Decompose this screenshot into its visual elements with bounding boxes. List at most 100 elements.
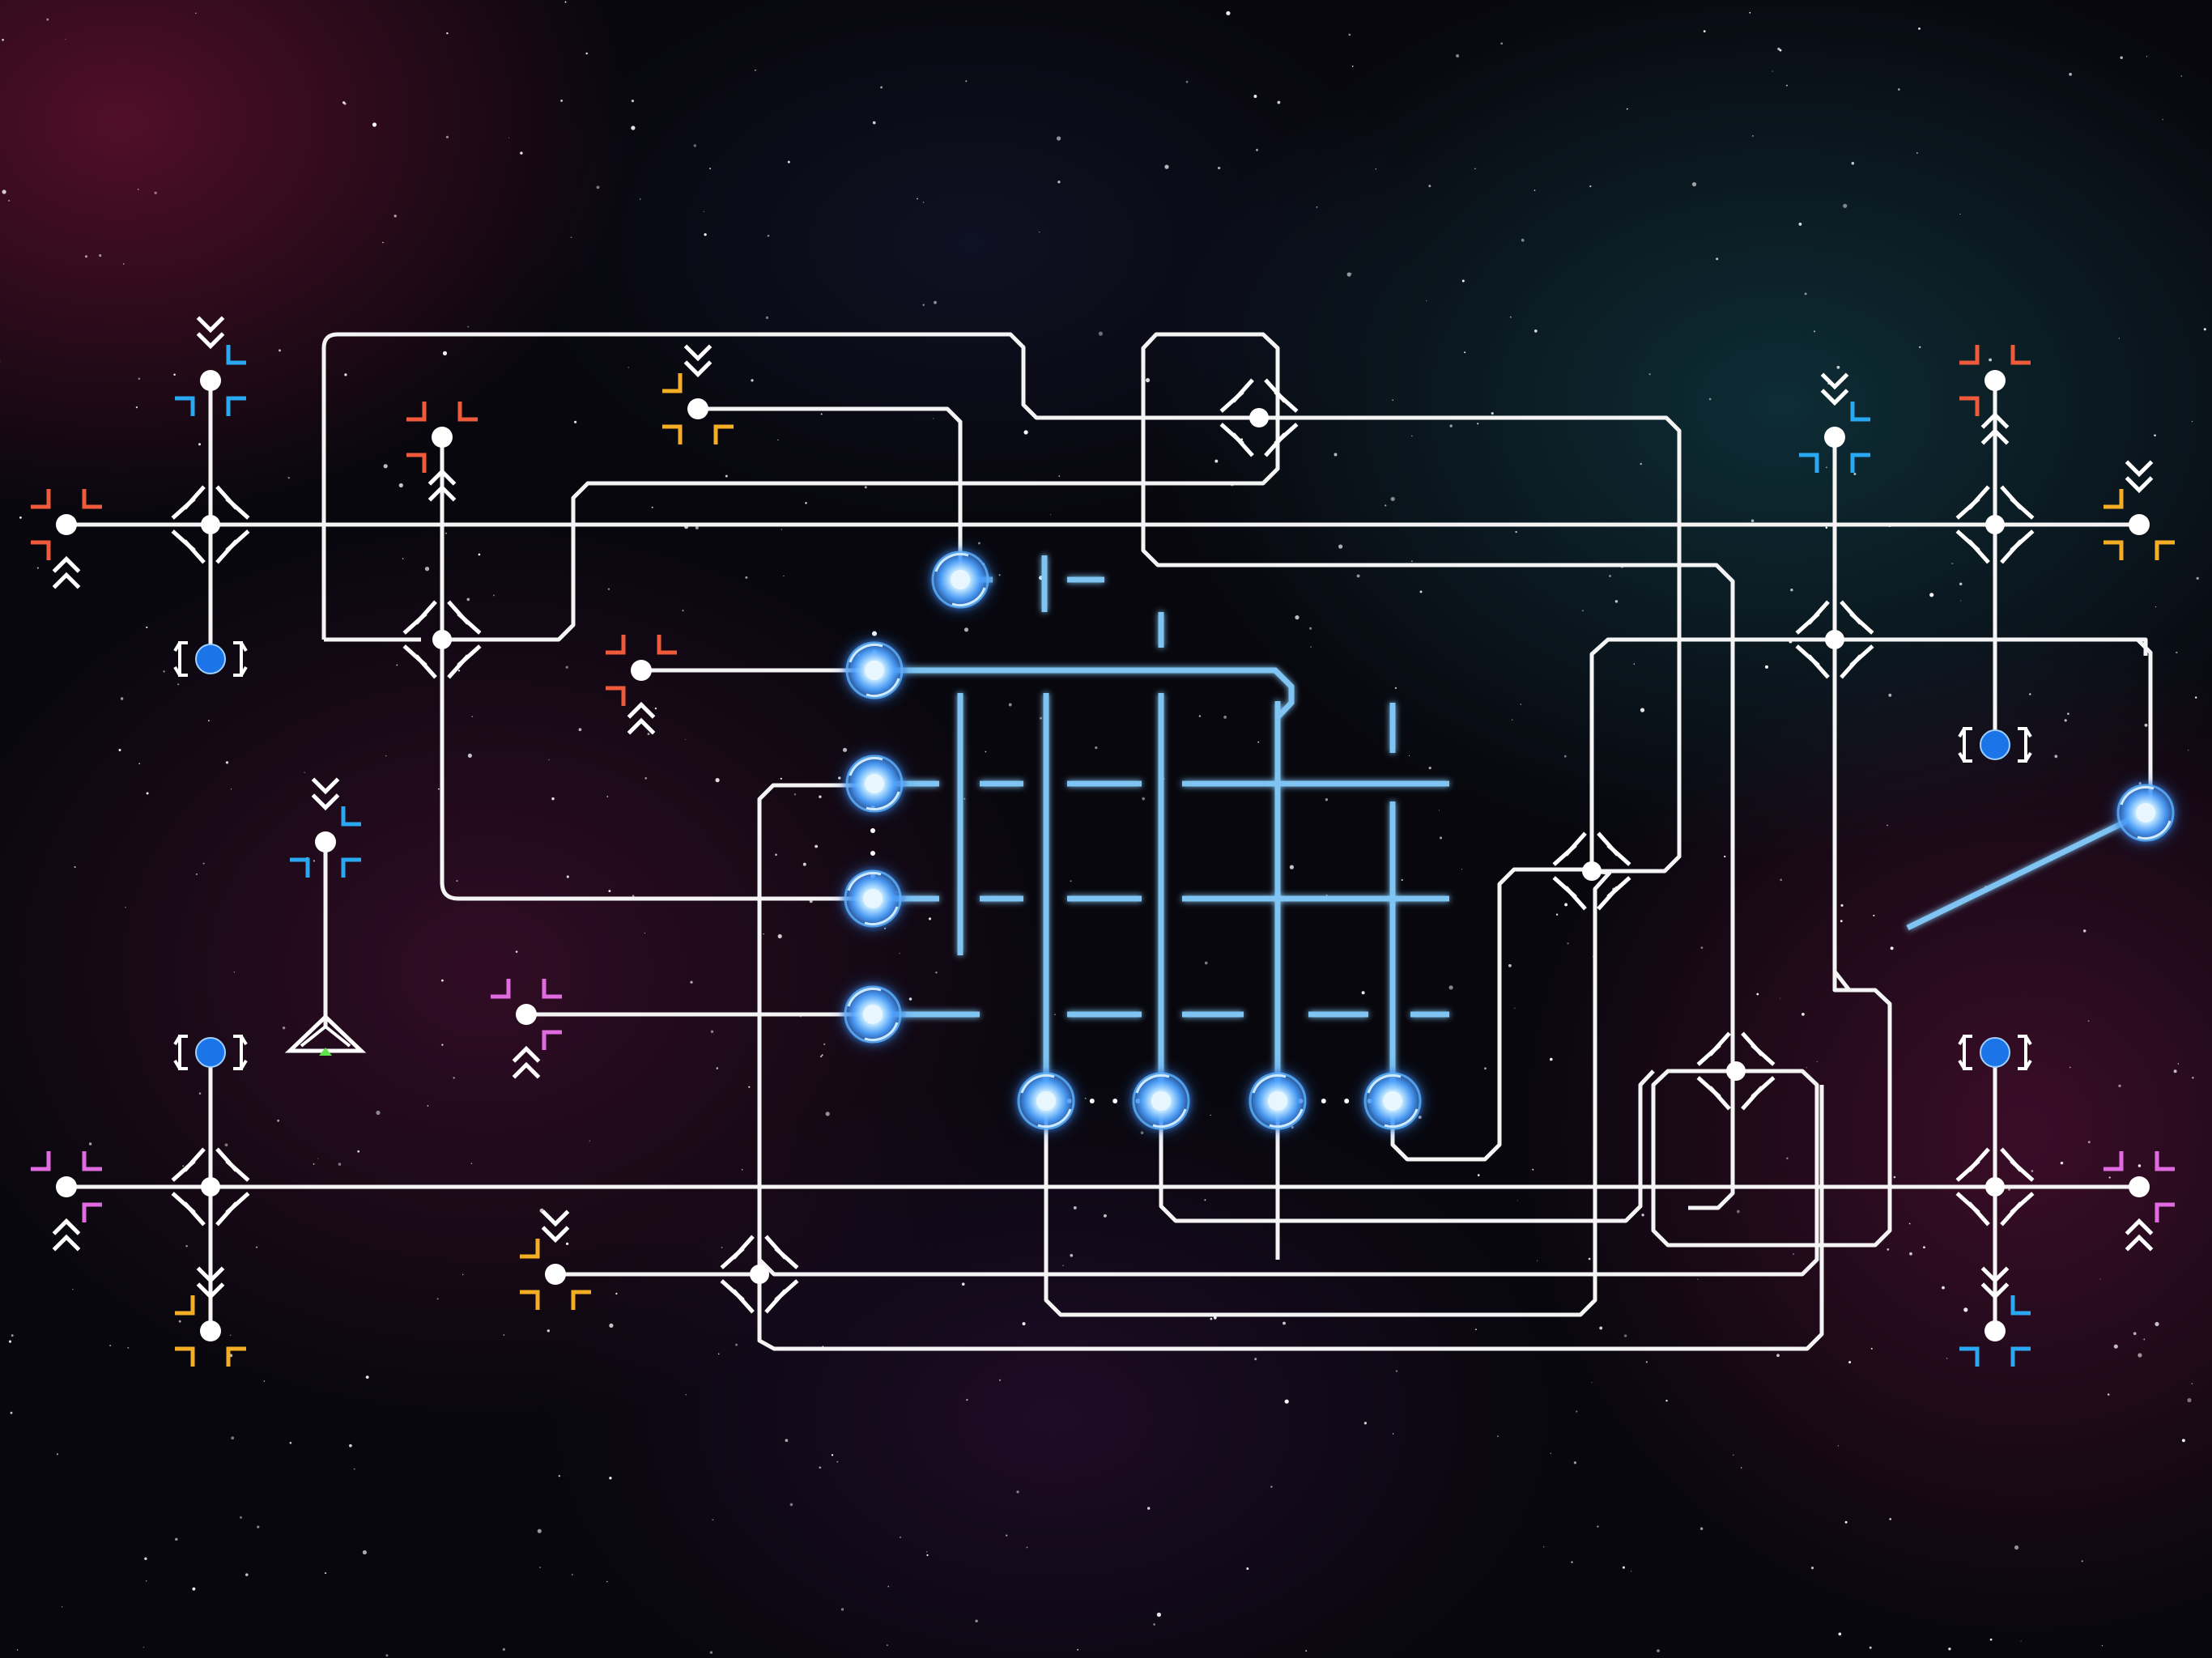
junction-diamond-icon[interactable] bbox=[1694, 1031, 1778, 1111]
star bbox=[1356, 574, 1360, 578]
star bbox=[2014, 1545, 2019, 1550]
star bbox=[872, 121, 876, 125]
junction-diamond-icon[interactable] bbox=[168, 485, 253, 564]
star bbox=[1217, 166, 1221, 170]
emitter-cross-icon[interactable] bbox=[1959, 1256, 2031, 1367]
emitter-cross-icon[interactable] bbox=[662, 334, 734, 444]
star bbox=[138, 763, 141, 765]
star bbox=[1140, 1131, 1144, 1134]
energy-orb-icon[interactable] bbox=[839, 980, 907, 1048]
energy-orb-icon[interactable] bbox=[839, 865, 907, 933]
star bbox=[690, 980, 693, 984]
star bbox=[478, 553, 481, 556]
star bbox=[282, 1026, 286, 1030]
star bbox=[1375, 168, 1377, 170]
star bbox=[933, 418, 934, 419]
star bbox=[571, 1573, 573, 1576]
energy-orb-icon[interactable] bbox=[926, 546, 994, 614]
star bbox=[864, 486, 867, 489]
star bbox=[712, 1519, 714, 1521]
star bbox=[1750, 519, 1755, 522]
junction-diamond-icon[interactable] bbox=[1953, 485, 2037, 564]
star bbox=[65, 39, 66, 40]
blue-goal-node-icon[interactable] bbox=[173, 1035, 248, 1070]
triangle-base-icon[interactable] bbox=[284, 1014, 367, 1056]
star bbox=[547, 1329, 550, 1333]
emitters bbox=[31, 305, 2175, 1367]
star bbox=[2203, 328, 2206, 331]
junction-diamond-icon[interactable] bbox=[400, 600, 484, 679]
blue-goal-node-icon[interactable] bbox=[1958, 727, 2032, 763]
star bbox=[820, 413, 823, 415]
star bbox=[1070, 1253, 1074, 1257]
emitter-cross-icon[interactable] bbox=[31, 489, 102, 600]
star bbox=[466, 597, 470, 602]
star bbox=[632, 895, 635, 897]
star bbox=[2087, 1141, 2091, 1144]
emitter-cross-icon[interactable] bbox=[491, 979, 562, 1090]
star bbox=[1428, 767, 1431, 770]
star bbox=[11, 1334, 14, 1337]
emitter-cross-icon[interactable] bbox=[606, 635, 677, 746]
star bbox=[173, 373, 176, 376]
star bbox=[1448, 985, 1453, 990]
star bbox=[372, 122, 377, 127]
star bbox=[362, 1550, 367, 1555]
emitter-cross-icon[interactable] bbox=[1799, 362, 1870, 473]
star bbox=[1509, 316, 1512, 318]
star bbox=[456, 880, 458, 882]
energy-orb-icon[interactable] bbox=[1012, 1067, 1080, 1135]
star bbox=[606, 796, 609, 797]
energy-orb-icon[interactable] bbox=[2112, 779, 2180, 847]
emitter-cross-icon[interactable] bbox=[31, 1151, 102, 1262]
emitter-cross-icon[interactable] bbox=[2104, 449, 2175, 560]
emitter-cross-icon[interactable] bbox=[175, 305, 246, 416]
star bbox=[503, 1334, 505, 1336]
emitter-cross-icon[interactable] bbox=[406, 402, 478, 512]
star bbox=[647, 733, 650, 736]
junction-diamond-icon[interactable] bbox=[1953, 1147, 2037, 1226]
blue-goal-node-icon[interactable] bbox=[173, 641, 248, 677]
star bbox=[1942, 1286, 1945, 1290]
star bbox=[998, 574, 1001, 576]
energy-orb-icon[interactable] bbox=[1244, 1067, 1312, 1135]
star bbox=[578, 728, 582, 732]
wire-orbrow-4 bbox=[1390, 867, 1592, 1162]
star bbox=[1844, 1520, 1848, 1524]
emitter-cross-icon[interactable] bbox=[290, 767, 361, 878]
star bbox=[1576, 1410, 1578, 1413]
star bbox=[596, 185, 600, 189]
energy-orb-icon[interactable] bbox=[840, 750, 908, 818]
star bbox=[1440, 836, 1442, 840]
emitter-cross-icon[interactable] bbox=[1959, 345, 2031, 456]
junction-diamond-icon[interactable] bbox=[1217, 378, 1301, 457]
junction-diamond-icon[interactable] bbox=[717, 1235, 802, 1314]
star bbox=[1837, 1445, 1839, 1447]
star bbox=[1392, 399, 1393, 401]
star bbox=[823, 1043, 826, 1046]
emitter-cross-icon[interactable] bbox=[175, 1256, 246, 1367]
blue-goal-node-icon[interactable] bbox=[1958, 1035, 2032, 1070]
star bbox=[815, 844, 819, 848]
star bbox=[1843, 203, 1848, 208]
star bbox=[1640, 708, 1645, 712]
star bbox=[1325, 798, 1329, 801]
star bbox=[1145, 378, 1151, 383]
emitter-cross-icon[interactable] bbox=[2104, 1151, 2175, 1262]
star bbox=[2180, 75, 2183, 77]
star bbox=[1226, 11, 1231, 15]
star bbox=[457, 670, 461, 672]
energy-orb-icon[interactable] bbox=[840, 636, 908, 704]
energy-orb-icon[interactable] bbox=[1359, 1067, 1427, 1135]
star bbox=[1305, 1650, 1308, 1652]
emitter-cross-icon[interactable] bbox=[520, 1199, 591, 1310]
wire-bottom-loop bbox=[757, 1085, 1824, 1351]
star bbox=[1394, 687, 1397, 690]
junction-diamond-icon[interactable] bbox=[1550, 831, 1634, 911]
energy-orb-icon[interactable] bbox=[1127, 1067, 1195, 1135]
junction-diamond-icon[interactable] bbox=[168, 1147, 253, 1226]
junction-diamond-icon[interactable] bbox=[1793, 600, 1877, 679]
beam-row-1 bbox=[874, 667, 1295, 720]
star bbox=[1756, 993, 1759, 996]
star bbox=[1657, 1649, 1660, 1652]
